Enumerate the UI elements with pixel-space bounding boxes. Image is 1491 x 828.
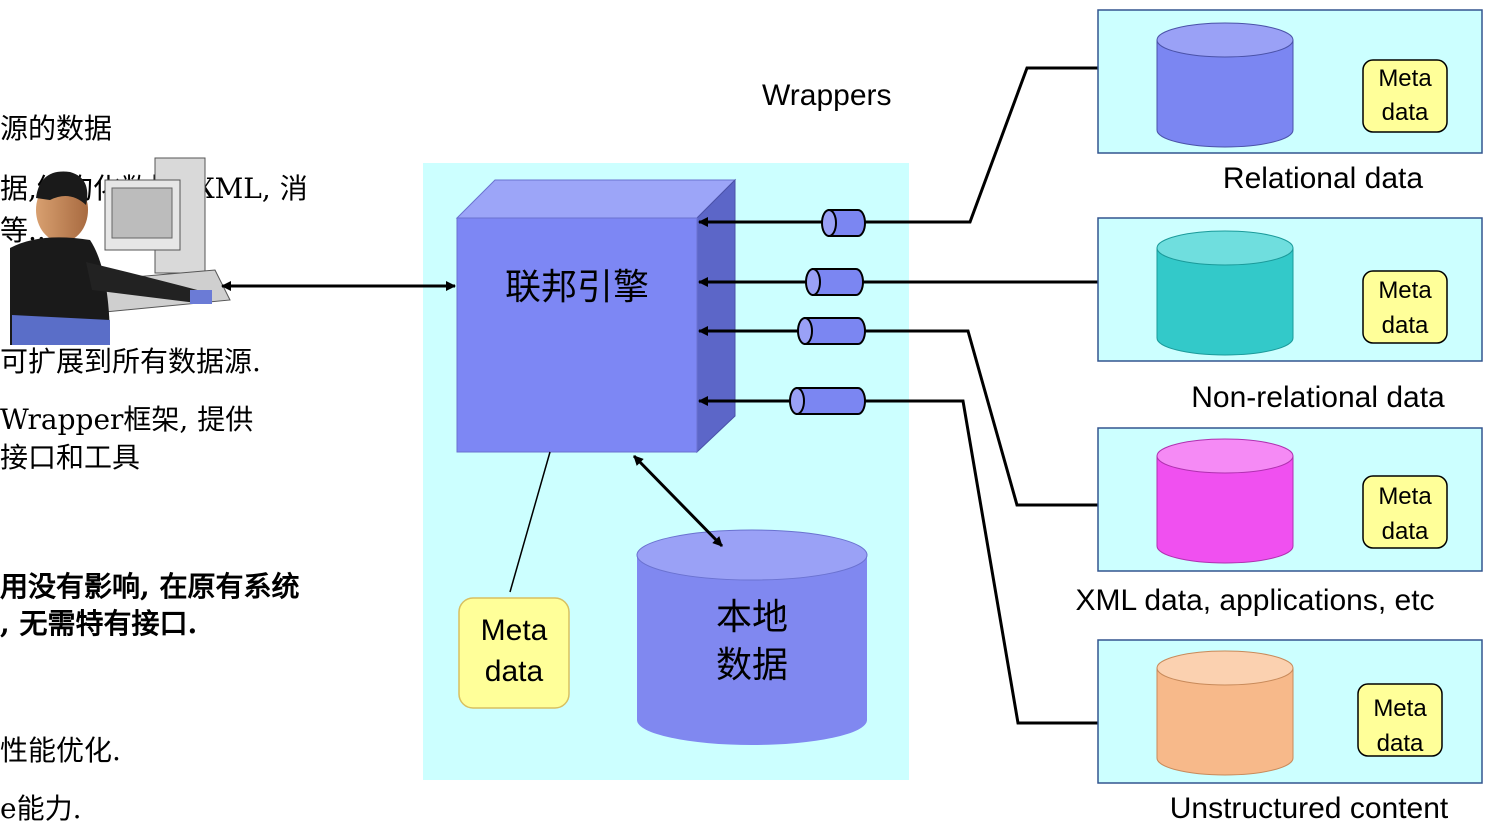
left-text-line-5: Wrapper框架, 提供 <box>0 403 254 436</box>
left-text-line-1: 源的数据 <box>0 112 113 145</box>
source-box-unstructured <box>1097 639 1483 784</box>
meta-relational-line-1: Meta <box>1378 65 1432 92</box>
source-box-xml <box>1097 427 1483 572</box>
meta-nonrelational-line-1: Meta <box>1378 277 1432 304</box>
meta-data-note-local <box>458 597 570 709</box>
meta-unstructured-line-1: Meta <box>1373 695 1427 722</box>
user-computer-illustration <box>10 157 231 345</box>
local-data-label-line-1: 本地 <box>715 597 788 638</box>
wrapper-icon-3 <box>797 317 866 345</box>
left-text-line-7: 用没有影响, 在原有系统 <box>0 570 300 603</box>
meta-local-line-2: data <box>484 655 544 688</box>
left-text-line-4: 可扩展到所有数据源. <box>0 345 261 378</box>
wrappers-label: Wrappers <box>762 79 892 112</box>
meta-xml-line-1: Meta <box>1378 483 1432 510</box>
source-label-unstructured: Unstructured content <box>1169 792 1449 825</box>
federation-engine-label: 联邦引擎 <box>504 267 649 308</box>
source-label-relational: Relational data <box>1222 162 1424 195</box>
left-text-line-9: 性能优化. <box>0 734 121 767</box>
federation-engine-box <box>455 178 737 454</box>
left-text-line-8: , 无需特有接口. <box>0 607 198 640</box>
meta-unstructured-line-2: data <box>1376 730 1424 757</box>
source-label-nonrelational: Non-relational data <box>1191 381 1445 414</box>
source-box-nonrelational <box>1097 217 1483 362</box>
source-box-relational <box>1097 9 1483 154</box>
wrapper-icon-4 <box>789 387 866 415</box>
left-text-line-6: 接口和工具 <box>0 441 141 474</box>
meta-xml-line-2: data <box>1381 518 1429 545</box>
source-label-xml: XML data, applications, etc <box>1075 584 1435 617</box>
wrapper-icon-1 <box>821 209 866 237</box>
local-data-label-line-2: 数据 <box>715 645 788 686</box>
meta-nonrelational-line-2: data <box>1381 312 1429 339</box>
meta-relational-line-2: data <box>1381 99 1429 126</box>
left-text-line-10: e能力. <box>0 792 82 825</box>
meta-local-line-1: Meta <box>480 614 548 647</box>
wrapper-icon-2 <box>805 268 864 296</box>
